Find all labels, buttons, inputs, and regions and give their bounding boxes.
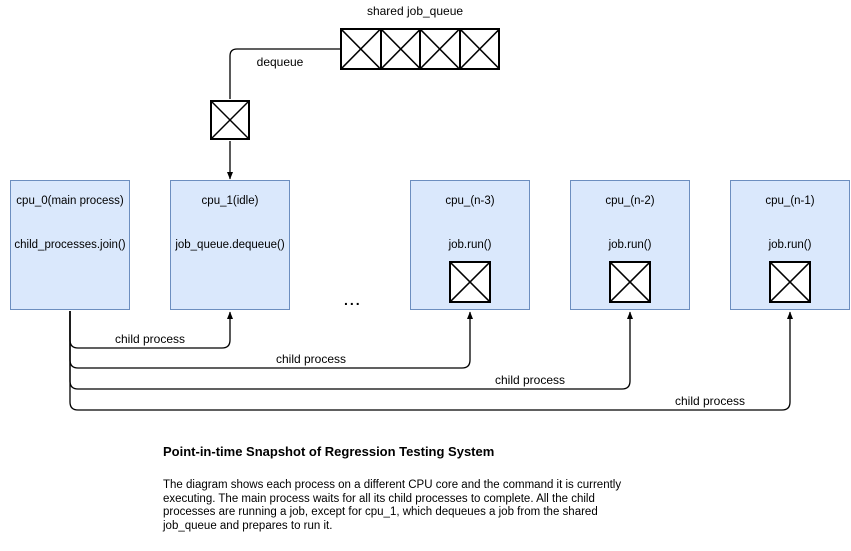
x-icon bbox=[451, 263, 489, 301]
caption-line: executing. The main process waits for al… bbox=[163, 492, 595, 505]
child-process-label: child process bbox=[273, 352, 349, 366]
cpu-command: job.run() bbox=[448, 239, 492, 251]
x-icon bbox=[771, 263, 809, 301]
running-job-box bbox=[449, 261, 491, 303]
queue-label: shared job_queue bbox=[364, 4, 466, 18]
x-icon bbox=[460, 30, 498, 68]
cpu-command: child_processes.join() bbox=[14, 239, 126, 251]
cpu-command: job.run() bbox=[768, 239, 812, 251]
cpu-command: job.run() bbox=[608, 239, 652, 251]
cpu-box-3: cpu_(n-2) job.run() bbox=[570, 180, 690, 310]
cpu-box-2: cpu_(n-3) job.run() bbox=[410, 180, 530, 310]
child-process-label: child process bbox=[492, 373, 568, 387]
child-process-label: child process bbox=[672, 394, 748, 408]
dequeued-job-box bbox=[210, 100, 250, 140]
x-icon bbox=[381, 30, 419, 68]
cpu-name: cpu_0(main process) bbox=[16, 195, 124, 207]
cpu-command: job_queue.dequeue() bbox=[175, 239, 285, 251]
cpu-name: cpu_1(idle) bbox=[201, 195, 259, 207]
caption-line: The diagram shows each process on a diff… bbox=[163, 479, 622, 491]
queue-cell bbox=[460, 30, 498, 68]
ellipsis-label: ... bbox=[344, 292, 362, 308]
x-icon bbox=[342, 30, 380, 68]
shared-job-queue bbox=[340, 28, 500, 70]
running-job-box bbox=[769, 261, 811, 303]
dequeue-label: dequeue bbox=[254, 55, 306, 69]
cpu-box-1: cpu_1(idle) job_queue.dequeue() bbox=[170, 180, 290, 310]
caption-line: job_queue and prepares to run it. bbox=[163, 519, 333, 532]
queue-cell bbox=[381, 30, 421, 68]
cpu-name: cpu_(n-1) bbox=[765, 195, 815, 207]
cpu-box-0: cpu_0(main process) child_processes.join… bbox=[10, 180, 130, 310]
cpu-name: cpu_(n-2) bbox=[605, 195, 655, 207]
child-process-label: child process bbox=[112, 332, 188, 346]
running-job-box bbox=[609, 261, 651, 303]
cpu-box-4: cpu_(n-1) job.run() bbox=[730, 180, 850, 310]
caption-line: processes are running a job, except for … bbox=[163, 506, 598, 518]
queue-cell bbox=[421, 30, 461, 68]
cpu-name: cpu_(n-3) bbox=[445, 195, 495, 207]
x-icon bbox=[212, 102, 248, 138]
x-icon bbox=[611, 263, 649, 301]
x-icon bbox=[421, 30, 459, 68]
queue-cell bbox=[342, 30, 382, 68]
caption-title: Point-in-time Snapshot of Regression Tes… bbox=[163, 444, 495, 459]
caption-text: The diagram shows each process on a diff… bbox=[163, 479, 621, 533]
